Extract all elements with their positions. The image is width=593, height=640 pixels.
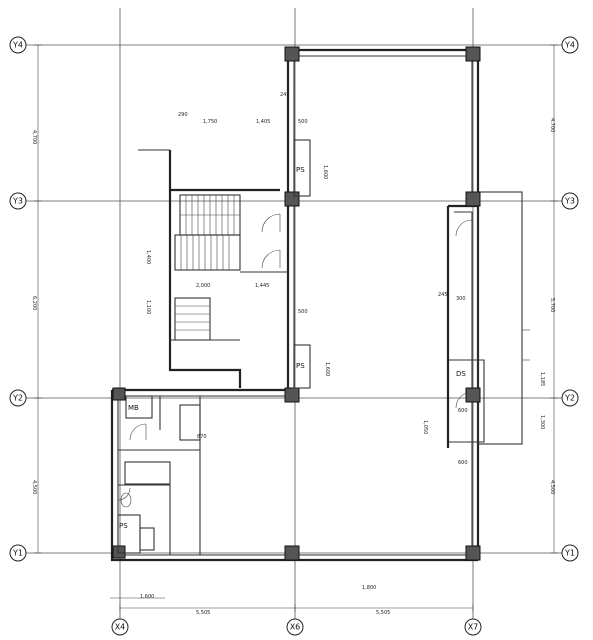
dim-top-a: 1,750: [203, 119, 217, 125]
column: [284, 46, 300, 62]
column: [284, 387, 300, 403]
dim-right-y12: 4,500: [549, 480, 555, 494]
grid-bubble-x7: [464, 618, 482, 636]
dim-right-y34: 4,700: [549, 118, 555, 132]
dim-300: 300: [456, 296, 466, 302]
dim-left-y23: 6,200: [31, 296, 37, 310]
grid-bubbles: [9, 36, 579, 636]
grid-label-y1: Y1: [564, 549, 575, 558]
dim-stair-width: 2,000: [196, 283, 210, 289]
grid-label-y2: Y2: [564, 394, 575, 403]
grid-label-y4: Y4: [564, 41, 575, 50]
grid-bubble-y2-left: [9, 389, 27, 407]
room-label-ps: PS: [119, 522, 128, 530]
stair-lower: [174, 234, 241, 341]
column: [465, 545, 481, 561]
room-label-ps: PS: [296, 362, 305, 370]
grid-bubble-y4-right: [561, 36, 579, 54]
grid-label-y3: Y3: [12, 197, 23, 206]
room-label-ds: DS: [456, 370, 466, 378]
dim-1050: 1,050: [422, 420, 428, 434]
dim-bottom-right: 5,505: [376, 610, 390, 616]
dim-1185: 1,185: [539, 372, 545, 386]
column: [112, 545, 126, 559]
grid-bubble-y2-right: [561, 389, 579, 407]
grid-label-x6: X6: [290, 623, 301, 632]
dim-wall-500: 500: [298, 119, 308, 125]
grid-label-y4: Y4: [12, 41, 23, 50]
dim-1400: 1,400: [145, 250, 151, 264]
dim-top-c: 290: [178, 112, 188, 118]
dim-600: 600: [458, 408, 468, 414]
dim-left-y34: 4,700: [31, 130, 37, 144]
grid-labels: Y4 Y4 Y3 Y3 Y2 Y2 Y1 Y1 X4 X6 X7: [12, 41, 575, 632]
dim-left-y12: 4,500: [31, 480, 37, 494]
dim-1100: 1,100: [145, 300, 151, 314]
dim-870: 870: [197, 434, 207, 440]
column: [284, 545, 300, 561]
dimension-texts: 4,700 6,200 4,500 4,700 5,700 4,500 5,50…: [31, 92, 555, 616]
column: [465, 191, 481, 207]
grid-bubble-y1-left: [9, 544, 27, 562]
dim-245: 245: [438, 292, 448, 298]
dim-600: 600: [458, 460, 468, 466]
dim-1300: 1,300: [539, 415, 545, 429]
grid-bubble-y1-right: [561, 544, 579, 562]
dim-1600: 1,600: [322, 165, 328, 179]
dim-stair-right: 1,445: [255, 283, 269, 289]
dim-wall-500: 500: [298, 309, 308, 315]
grid-bubble-y4-left: [9, 36, 27, 54]
room-label-mb: MB: [128, 404, 139, 412]
column: [112, 387, 126, 401]
room-label-ps: PS: [296, 166, 305, 174]
grid-label-x7: X7: [468, 623, 479, 632]
dim-1600: 1,600: [324, 362, 330, 376]
columns: [112, 46, 481, 561]
dim-1800: 1,800: [362, 585, 376, 591]
dim-right-y23: 5,700: [549, 298, 555, 312]
grid-bubble-y3-right: [561, 192, 579, 210]
dim-bottom-left: 5,505: [196, 610, 210, 616]
column: [284, 191, 300, 207]
dim-top-b: 1,405: [256, 119, 270, 125]
grid-bubble-y3-left: [9, 192, 27, 210]
grid-label-y2: Y2: [12, 394, 23, 403]
grid-bubble-x4: [111, 618, 129, 636]
grid-label-y1: Y1: [12, 549, 23, 558]
column: [465, 46, 481, 62]
dim-1600: 1,600: [140, 594, 154, 600]
shafts: [117, 139, 311, 554]
grid-label-y3: Y3: [564, 197, 575, 206]
dimension-lines: [34, 44, 558, 612]
grid-lines: [26, 8, 568, 620]
room-labels: PS PS PS DS MB: [119, 166, 466, 530]
door-swings: [117, 213, 473, 501]
dim-245: 245: [280, 92, 290, 98]
grid-label-x4: X4: [115, 623, 126, 632]
grid-bubble-x6: [286, 618, 304, 636]
column: [465, 387, 481, 403]
